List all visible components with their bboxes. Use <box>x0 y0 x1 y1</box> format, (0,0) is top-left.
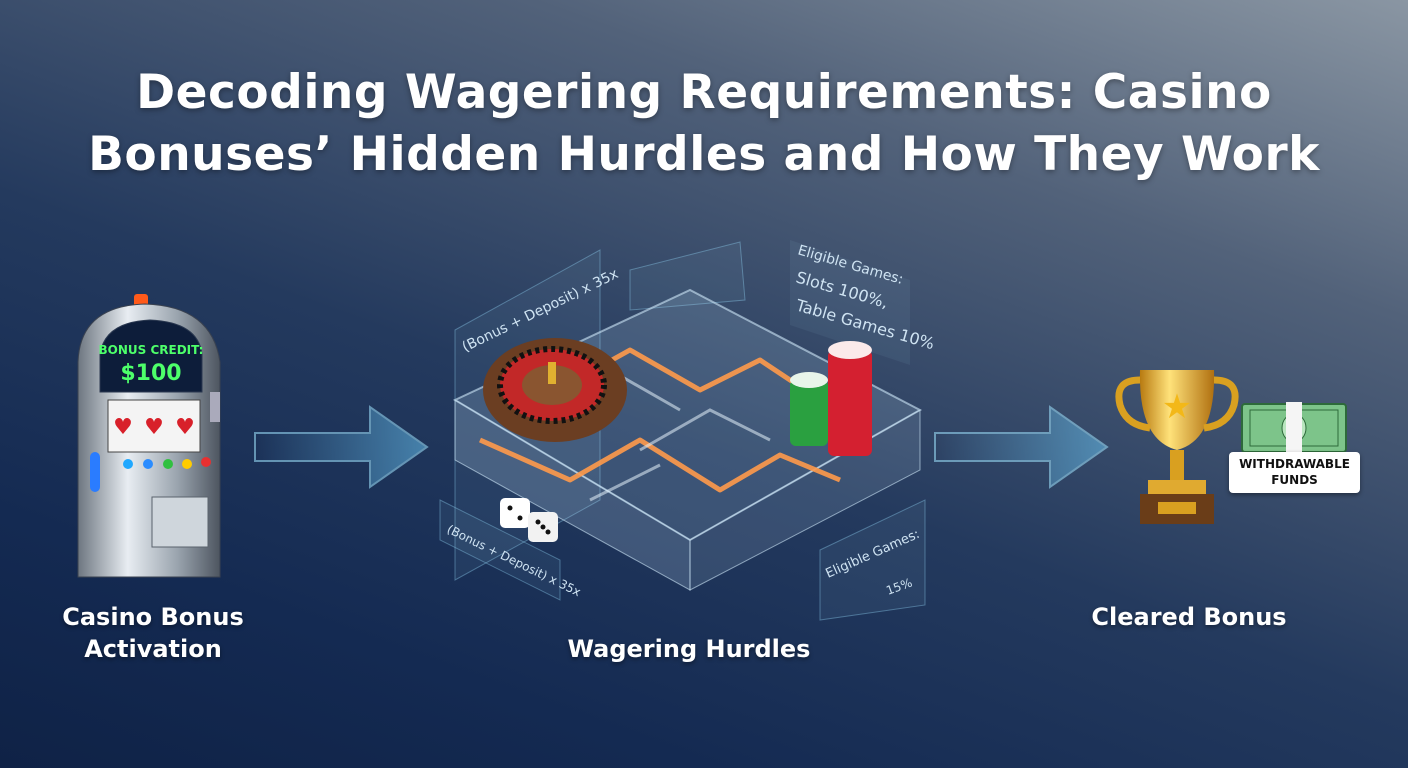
arrow-right-icon <box>934 405 1109 489</box>
stage-label-wagering: Wagering Hurdles <box>567 635 811 663</box>
title-line-2: Bonuses’ Hidden Hurdles and How They Wor… <box>88 127 1320 182</box>
stage-label-cleared: Cleared Bonus <box>1091 603 1287 631</box>
eligible-games-panel-lower: Eligible Games: 15% <box>819 499 926 621</box>
bonus-amount-text: $100 <box>120 361 181 386</box>
trophy-icon: ★ <box>1115 370 1239 524</box>
svg-text:♥: ♥ <box>144 415 164 440</box>
stage-label-activation: Casino Bonus Activation <box>30 601 276 665</box>
roulette-wheel-icon <box>483 338 627 442</box>
svg-text:★: ★ <box>1162 387 1192 427</box>
maze-illustration: (Bonus + Deposit) x 35x Eligible Games: … <box>439 240 937 621</box>
slot-machine-icon: BONUS CREDIT: $100 ♥ ♥ ♥ <box>77 294 221 578</box>
page-title: Decoding Wagering Requirements: Casino B… <box>0 62 1408 186</box>
label-line: Activation <box>84 635 222 663</box>
cash-icon <box>1241 402 1347 454</box>
title-line-1: Decoding Wagering Requirements: Casino <box>136 65 1272 120</box>
arrow-right-icon <box>254 405 429 489</box>
chips-icon <box>790 341 872 456</box>
withdrawable-funds-badge: WITHDRAWABLE FUNDS <box>1229 452 1360 493</box>
svg-text:♥: ♥ <box>113 415 133 440</box>
bonus-credit-text: BONUS CREDIT: <box>99 343 204 357</box>
label-line: Casino Bonus <box>62 603 244 631</box>
svg-text:♥: ♥ <box>175 415 195 440</box>
dice-icon <box>500 498 558 542</box>
